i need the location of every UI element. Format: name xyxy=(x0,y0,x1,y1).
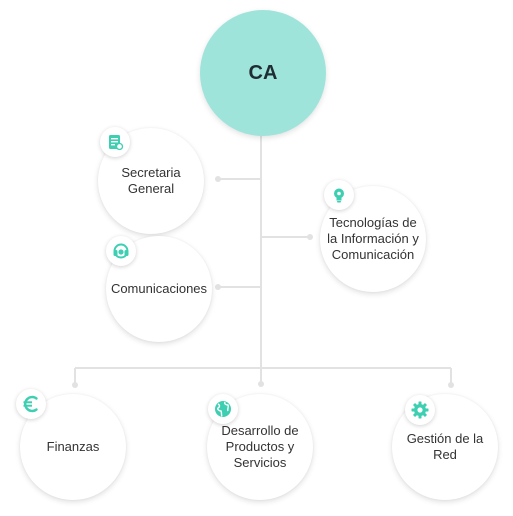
connector-dot xyxy=(215,176,221,182)
connector-dot xyxy=(72,382,78,388)
connector-dot xyxy=(258,381,264,387)
gear-icon xyxy=(405,395,435,425)
connector-dot xyxy=(215,284,221,290)
root-label: CA xyxy=(248,61,278,84)
node-label: Comunicaciones xyxy=(110,281,208,296)
node-secretaria-general[interactable]: Secretaria General xyxy=(98,128,204,234)
node-label: Gestión de la Red xyxy=(406,431,484,462)
root-node[interactable]: CA xyxy=(200,10,326,136)
lightbulb-icon xyxy=(324,180,354,210)
node-label: Tecnologías de la Información y Comunica… xyxy=(327,215,419,262)
node-label: Secretaria General xyxy=(121,165,181,196)
headset-icon xyxy=(106,236,136,266)
document-icon xyxy=(100,127,130,157)
node-desarrollo[interactable]: Desarrollo de Productos y Servicios xyxy=(207,394,313,500)
node-label: Finanzas xyxy=(46,439,100,454)
connector-dot xyxy=(448,382,454,388)
globe-icon xyxy=(208,394,238,424)
node-label: Desarrollo de Productos y Servicios xyxy=(221,423,299,470)
euro-icon xyxy=(16,389,46,419)
connector-dot xyxy=(307,234,313,240)
